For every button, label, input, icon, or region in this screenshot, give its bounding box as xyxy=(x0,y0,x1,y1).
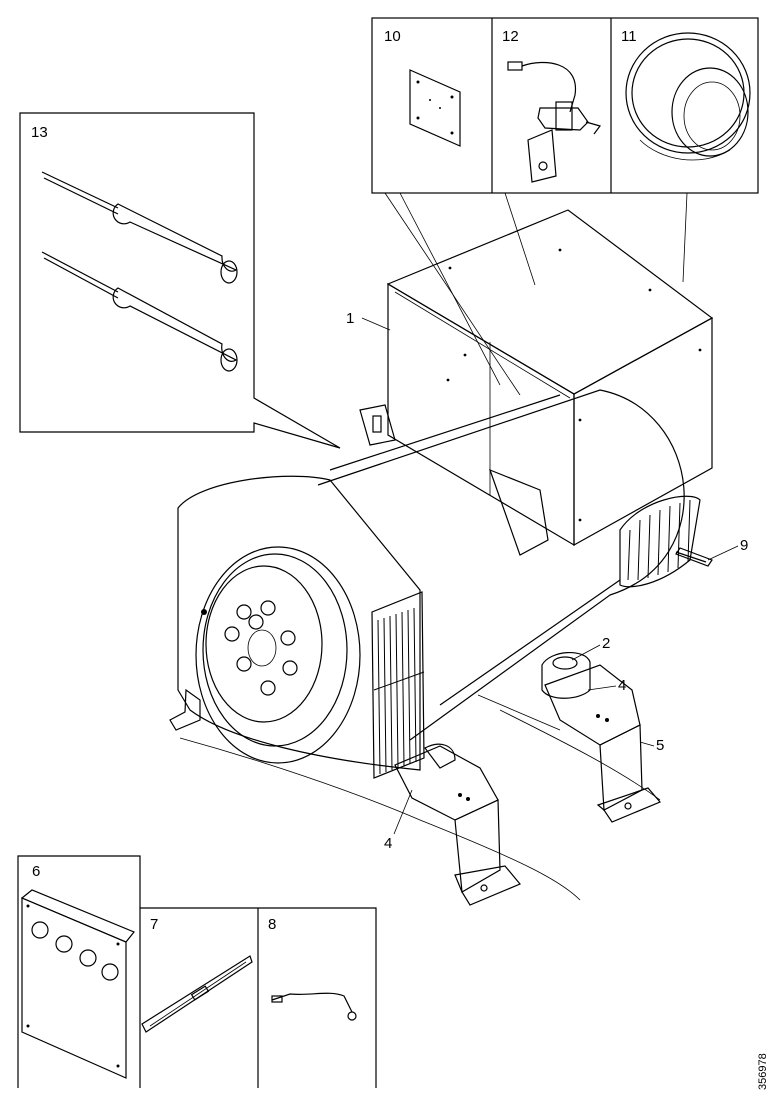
callouts-main: 1 2 4 5 4 9 xyxy=(346,310,748,852)
alternator-assembly xyxy=(169,209,714,779)
detail-6-cover-plate xyxy=(20,889,135,1079)
document-number: 356978 xyxy=(757,1053,769,1090)
callout-5: 5 xyxy=(656,737,664,754)
callout-12: 12 xyxy=(502,28,519,45)
callout-10: 10 xyxy=(384,28,401,45)
callout-4-rear: 4 xyxy=(618,677,626,694)
callout-4-front: 4 xyxy=(384,835,392,852)
callout-6: 6 xyxy=(32,863,40,880)
detail-11-cover xyxy=(625,32,751,161)
callout-9: 9 xyxy=(740,537,748,554)
callout-13: 13 xyxy=(31,124,48,141)
detail-12-sensor xyxy=(507,61,602,183)
detail-10-plate xyxy=(409,69,461,147)
de-screen xyxy=(371,591,425,779)
detail-13-heaters: 13 xyxy=(19,112,341,449)
callout-7: 7 xyxy=(150,916,158,933)
detail-8-harness xyxy=(271,992,357,1021)
callout-11: 11 xyxy=(621,28,637,45)
detail-panels-top: 10 12 11 xyxy=(371,17,759,396)
feet-assembly xyxy=(179,651,661,906)
leader-12 xyxy=(504,192,536,286)
flywheel-bolts xyxy=(224,600,298,696)
callout-2: 2 xyxy=(602,635,610,652)
cable-9 xyxy=(675,551,707,563)
callout-1: 1 xyxy=(346,310,354,327)
terminal-box xyxy=(386,209,714,547)
detail-frame-top xyxy=(371,17,759,194)
callout-8: 8 xyxy=(268,916,276,933)
leader-11 xyxy=(682,192,688,283)
de-adaptor xyxy=(177,475,421,771)
detail-panels-bottom: 6 7 8 xyxy=(17,855,377,1088)
detail-7-strip xyxy=(141,955,253,1033)
nde-grille xyxy=(619,495,701,588)
